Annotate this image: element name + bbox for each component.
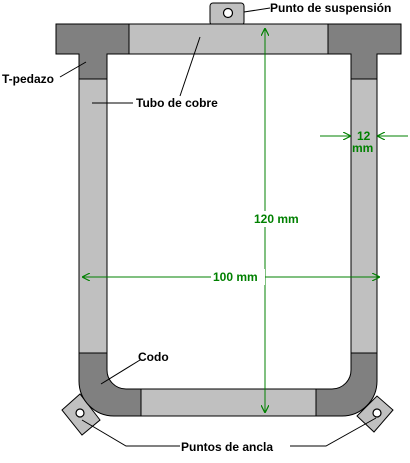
height-dimension-label: 120 mm [254,212,299,226]
left-tee-piece [55,23,130,80]
anchors-label: Puntos de ancla [181,440,273,454]
width-dimension-label: 100 mm [213,270,258,284]
suspension-leader [243,7,271,13]
tube-width-unit: mm [352,141,373,155]
anchor-leader-left [81,419,180,447]
elbow-label: Codo [138,350,169,364]
top-tube [128,23,329,55]
bottom-tube [140,388,317,417]
elbow-leader [100,359,141,385]
left-elbow [78,352,142,417]
tee-label: T-pedazo [2,72,54,86]
tee-leader [59,61,87,78]
left-tube [78,78,108,354]
tube-top-leader [179,36,201,97]
tube-label: Tubo de cobre [136,96,218,110]
anchor-tab-right [356,395,394,433]
right-tee-piece [327,23,402,80]
right-elbow [315,352,378,417]
tube-width-value: 12 [357,129,371,143]
anchor-leader-right [290,417,377,447]
suspension-tab [209,2,245,26]
suspension-label: Punto de suspensión [270,1,391,15]
right-tube [350,78,378,354]
